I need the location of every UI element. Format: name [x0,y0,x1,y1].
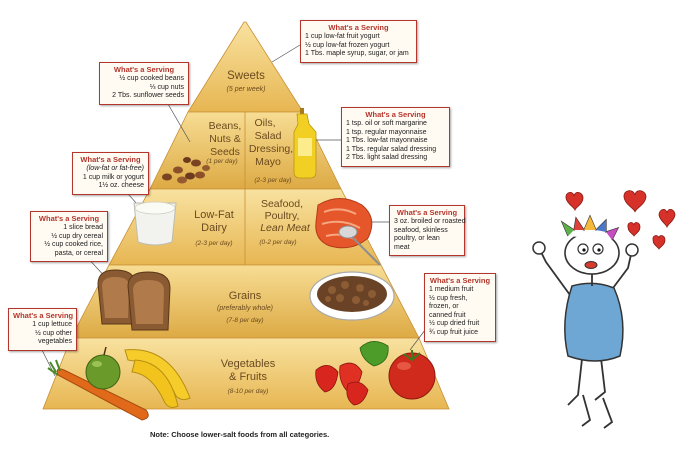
serving-line: 1 Tbs. regular salad dressing [346,146,445,155]
serving-line: 1 tsp. regular mayonnaise [346,129,445,138]
serving-box-grains: What's a Serving 1 slice bread ½ cup dry… [30,211,108,262]
oil-bottle-icon [294,108,316,178]
tier-dairy-name-1: Low-Fat [194,209,234,221]
serving-box-seafood: What's a Serving 3 oz. broiled or roaste… [389,205,465,256]
serving-line: ½ cup dried fruit [429,320,491,329]
tier-dairy-name-2: Dairy [201,222,227,234]
tier-sweets-servings: (5 per week) [227,86,266,93]
tier-veg-name-1: Vegetables [221,358,276,370]
tier-grains-servings: (7-8 per day) [226,317,263,324]
serving-box-title: What's a Serving [13,311,72,320]
tier-grains-subtitle: (preferably whole) [217,305,273,312]
serving-line: 1 cup low-fat fruit yogurt [305,33,412,42]
tier-sweets [188,22,303,112]
serving-line: meat [394,244,460,253]
serving-line: ½ cup other [13,330,72,339]
serving-box-title: What's a Serving [77,155,144,164]
serving-box-beans: What's a Serving ½ cup cooked beans ⅓ cu… [99,62,189,105]
serving-line: ⅓ cup nuts [104,84,184,93]
serving-line: vegetables [13,338,72,347]
bread-icon [98,270,170,330]
serving-line: 1 Tbs. maple syrup, sugar, or jam [305,50,412,59]
serving-line: ¾ cup fruit juice [429,329,491,338]
serving-line: 1 cup lettuce [13,321,72,330]
tier-sweets-name: Sweets [227,70,265,82]
serving-box-dairy: What's a Serving (low-fat or fat-free) 1… [72,152,149,195]
serving-line: seafood, skinless [394,227,460,236]
serving-box-title: What's a Serving [104,65,184,74]
serving-line: 1 medium fruit [429,286,491,295]
tier-veg-name-2: & Fruits [229,371,267,383]
serving-line: 1 tsp. oil or soft margarine [346,120,445,129]
tier-beans-name-3: Seeds [210,146,240,158]
serving-line: frozen, or [429,303,491,312]
stick-figure-icon [533,216,638,428]
serving-line: ½ cup dry cereal [35,233,103,242]
tier-beans-servings: (1 per day) [206,158,237,165]
serving-line: (low-fat or fat-free) [77,165,144,174]
serving-line: ½ cup fresh, [429,295,491,304]
tier-dairy-servings: (2-3 per day) [195,240,232,247]
serving-line: 1 cup milk or yogurt [77,174,144,183]
serving-box-fruits: What's a Serving 1 medium fruit ½ cup fr… [424,273,496,342]
serving-line: pasta, or cereal [35,250,103,259]
tier-oils-name-3: Dressing, [249,143,293,155]
tier-veg-servings: (8-10 per day) [228,388,269,395]
tier-seafood-name-2: Poultry, [265,210,300,222]
tier-grains-name: Grains [229,290,262,302]
tier-oils-servings: (2-3 per day) [254,177,291,184]
serving-line: 3 oz. broiled or roasted [394,218,460,227]
serving-line: 2 Tbs. sunflower seeds [104,92,184,101]
tier-beans-name-1: Beans, [209,120,242,132]
tier-seafood-name-3: Lean Meat [260,222,311,234]
serving-line: 2 Tbs. light salad dressing [346,154,445,163]
serving-box-title: What's a Serving [305,23,412,32]
serving-box-title: What's a Serving [346,110,445,119]
serving-box-oils: What's a Serving 1 tsp. oil or soft marg… [341,107,450,167]
serving-line: 1 slice bread [35,224,103,233]
tier-seafood-servings: (0-2 per day) [259,239,296,246]
serving-line: ½ cup cooked beans [104,75,184,84]
serving-line: 1½ oz. cheese [77,182,144,191]
serving-box-vegetables: What's a Serving 1 cup lettuce ½ cup oth… [8,308,77,351]
serving-line: ½ cup low-fat frozen yogurt [305,42,412,51]
serving-line: ½ cup cooked rice, [35,241,103,250]
serving-box-sweets: What's a Serving 1 cup low-fat fruit yog… [300,20,417,63]
serving-box-title: What's a Serving [394,208,460,217]
serving-box-title: What's a Serving [35,214,103,223]
tier-oils-name-4: Mayo [255,156,281,168]
tier-oils-name-2: Salad [255,130,282,142]
cereal-bowl-icon [310,272,394,320]
serving-line: 1 Tbs. low-fat mayonnaise [346,137,445,146]
tier-oils-name-1: Oils, [255,117,276,129]
footnote: Note: Choose lower-salt foods from all c… [150,430,329,439]
milk-glass-icon [134,202,176,245]
serving-box-title: What's a Serving [429,276,491,285]
tier-seafood-name-1: Seafood, [261,198,303,210]
serving-line: poultry, or lean [394,235,460,244]
tier-beans-name-2: Nuts & [209,133,241,145]
